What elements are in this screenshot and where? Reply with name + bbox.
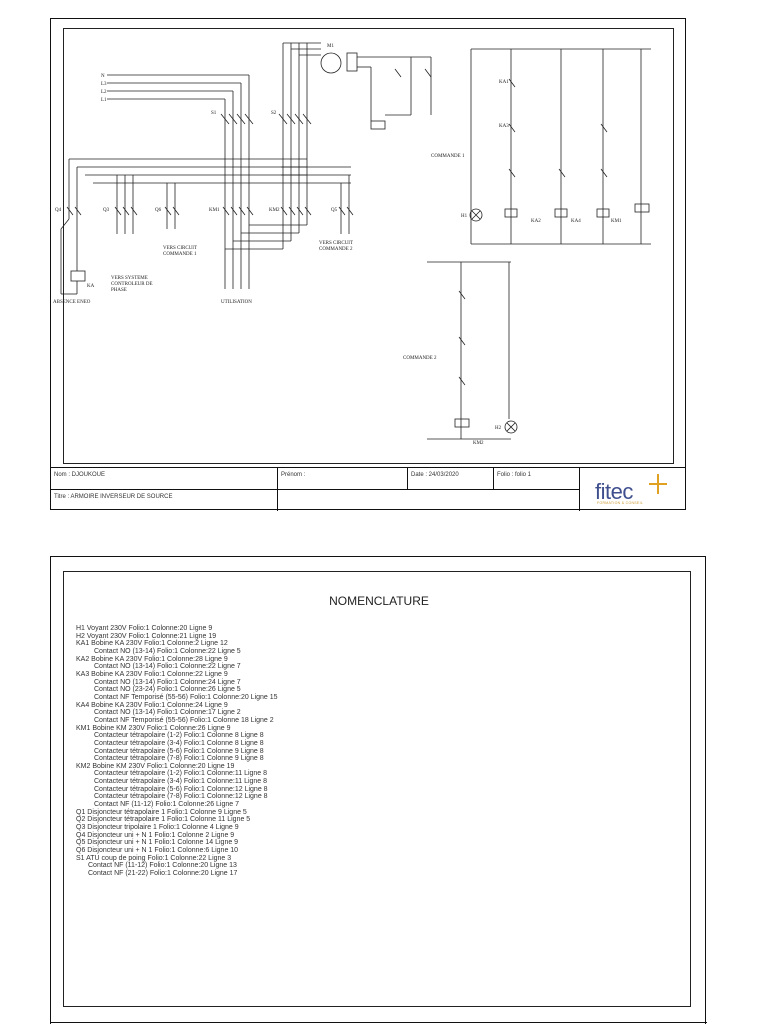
nomenclature-item: H2 Voyant 230V Folio:1 Colonne:21 Ligne …: [76, 632, 217, 640]
q3-label: Q3: [103, 208, 110, 213]
nomenclature-item: Q4 Disjoncteur uni + N 1 Folio:1 Colonne…: [76, 831, 235, 839]
ka1-label: KA1: [499, 80, 509, 85]
nomenclature-item: Q5 Disjoncteur uni + N 1 Folio:1 Colonne…: [76, 839, 239, 847]
nomenclature-item: Q2 Disjoncteur tétrapolaire 1 Folio:1 Co…: [76, 816, 251, 824]
name-field: Nom : DJOUKOUE: [54, 472, 106, 478]
firstname-field: Prénom :: [281, 472, 306, 478]
title-block: Nom : DJOUKOUE Prénom : Date : 24/03/202…: [51, 467, 685, 511]
vers-circuit-cmd1-line1: VERS CIRCUIT: [163, 246, 197, 251]
title-field: Titre : ARMOIRE INVERSEUR DE SOURCE: [54, 494, 173, 500]
q6-label: Q6: [155, 208, 162, 213]
vers-circuit-cmd1-line2: COMMANDE 1: [163, 252, 197, 257]
nomenclature-item: Contact NF Temporisé (55-56) Folio:1 Col…: [94, 716, 274, 724]
nomenclature-item: KA2 Bobine KA 230V Folio:1 Colonne:28 Li…: [76, 655, 228, 663]
ka-label: KA: [87, 284, 95, 289]
nomenclature-item: KM1 Bobine KM 230V Folio:1 Colonne:26 Li…: [76, 724, 231, 732]
logo-tagline: FORMATION & CONSEIL: [597, 501, 644, 505]
nomenclature-item: H1 Voyant 230V Folio:1 Colonne:20 Ligne …: [76, 625, 213, 632]
q4-label: Q4: [55, 208, 62, 213]
nomenclature-item: Contacteur tétrapolaire (5-6) Folio:1 Co…: [94, 785, 268, 793]
l2-label: L2: [101, 90, 107, 95]
schematic-sheet: COMMANDE 1 COMMANDE 2 VERS CIRCUIT COMMA…: [50, 18, 686, 511]
nomenclature-item: Contact NO (13-14) Folio:1 Colonne:24 Li…: [94, 678, 241, 686]
absence-eneo-label: ABSENCE ENEO: [53, 300, 91, 305]
electrical-schematic: COMMANDE 1 COMMANDE 2 VERS CIRCUIT COMMA…: [53, 42, 651, 446]
q5-label: Q5: [331, 208, 338, 213]
title-block-top-border: [51, 1022, 707, 1023]
folio-field: Folio : folio 1: [497, 472, 532, 478]
nomenclature-item: Contact NO (23-24) Folio:1 Colonne:26 Li…: [94, 686, 241, 694]
ka3-label: KA3: [499, 124, 509, 129]
nomenclature-item: Contact NO (13-14) Folio:1 Colonne:17 Li…: [94, 709, 241, 717]
nomenclature-item: S1 ATU coup de poing Folio:1 Colonne:22 …: [76, 854, 232, 862]
nomenclature-item: Contacteur tétrapolaire (5-6) Folio:1 Co…: [94, 747, 264, 755]
km1-coil-label: KM1: [611, 219, 622, 224]
n-label: N: [101, 74, 105, 79]
h1-label: H1: [461, 214, 468, 219]
nomenclature-item: Contact NO (13-14) Folio:1 Colonne:22 Li…: [94, 647, 241, 655]
motor-label: M1: [327, 44, 334, 49]
nomenclature-item: Contact NF Temporisé (55-56) Folio:1 Col…: [94, 693, 278, 701]
vers-circuit-cmd2-line1: VERS CIRCUIT: [319, 241, 353, 246]
nomenclature-item: Contacteur tétrapolaire (3-4) Folio:1 Co…: [94, 739, 264, 747]
nomenclature-item: Q3 Disjoncteur tripolaire 1 Folio:1 Colo…: [76, 824, 239, 832]
nomenclature-list: H1 Voyant 230V Folio:1 Colonne:20 Ligne …: [76, 625, 278, 878]
s1-label: S1: [211, 111, 217, 116]
km2-coil-label: KM2: [473, 441, 484, 446]
nomenclature-frame: [63, 571, 691, 1007]
fitec-logo: fitec FORMATION & CONSEIL: [595, 473, 671, 507]
nomenclature-item: KA4 Bobine KA 230V Folio:1 Colonne:24 Li…: [76, 701, 228, 709]
date-field: Date : 24/03/2020: [411, 472, 459, 478]
drawing-frame: [63, 28, 674, 464]
utilisation-label: UTILISATION: [221, 300, 252, 305]
nomenclature-item: KA1 Bobine KA 230V Folio:1 Colonne:2 Lig…: [76, 640, 228, 648]
vers-systeme-line2: CONTROLEUR DE: [111, 282, 153, 287]
nomenclature-sheet: NOMENCLATURE H1 Voyant 230V Folio:1 Colo…: [50, 556, 707, 1024]
ka2-label: KA2: [531, 219, 541, 224]
vers-circuit-cmd2-line2: COMMANDE 2: [319, 247, 353, 252]
km2-label: KM2: [269, 208, 280, 213]
nomenclature-item: Contacteur tétrapolaire (1-2) Folio:1 Co…: [94, 732, 264, 740]
nomenclature-item: Contact NO (13-14) Folio:1 Colonne:22 Li…: [94, 663, 241, 671]
nomenclature-item: Contacteur tétrapolaire (7-8) Folio:1 Co…: [94, 755, 264, 763]
logo-cross-icon: [649, 474, 667, 494]
nomenclature-item: Contact NF (21-22) Folio:1 Colonne:20 Li…: [88, 870, 238, 877]
nomenclature-item: KM2 Bobine KM 230V Folio:1 Colonne:20 Li…: [76, 762, 235, 770]
nomenclature-title: NOMENCLATURE: [329, 594, 429, 608]
l1-label: L1: [101, 98, 107, 103]
l3-label: L3: [101, 82, 107, 87]
logo-wordmark: fitec: [595, 479, 633, 504]
commande2-label: COMMANDE 2: [403, 356, 437, 361]
vers-systeme-line1: VERS SYSTEME: [111, 276, 148, 281]
nomenclature-item: Contact NF (11-12) Folio:1 Colonne:20 Li…: [88, 862, 237, 870]
commande1-label: COMMANDE 1: [431, 154, 465, 159]
ka4-label: KA4: [571, 219, 581, 224]
nomenclature-item: Q6 Disjoncteur uni + N 1 Folio:1 Colonne…: [76, 847, 239, 855]
h2-label: H2: [495, 426, 502, 431]
km1-label: KM1: [209, 208, 220, 213]
s2-label: S2: [271, 111, 277, 116]
nomenclature-item: KA3 Bobine KA 230V Folio:1 Colonne:22 Li…: [76, 670, 228, 678]
nomenclature-item: Q1 Disjoncteur tétrapolaire 1 Folio:1 Co…: [76, 808, 247, 816]
vers-systeme-line3: PHASE: [111, 288, 127, 293]
nomenclature-item: Contacteur tétrapolaire (3-4) Folio:1 Co…: [94, 778, 268, 786]
nomenclature-item: Contacteur tétrapolaire (1-2) Folio:1 Co…: [94, 770, 268, 778]
nomenclature-item: Contact NF (11-12) Folio:1 Colonne:26 Li…: [94, 801, 240, 809]
nomenclature-item: Contacteur tétrapolaire (7-8) Folio:1 Co…: [94, 793, 268, 801]
